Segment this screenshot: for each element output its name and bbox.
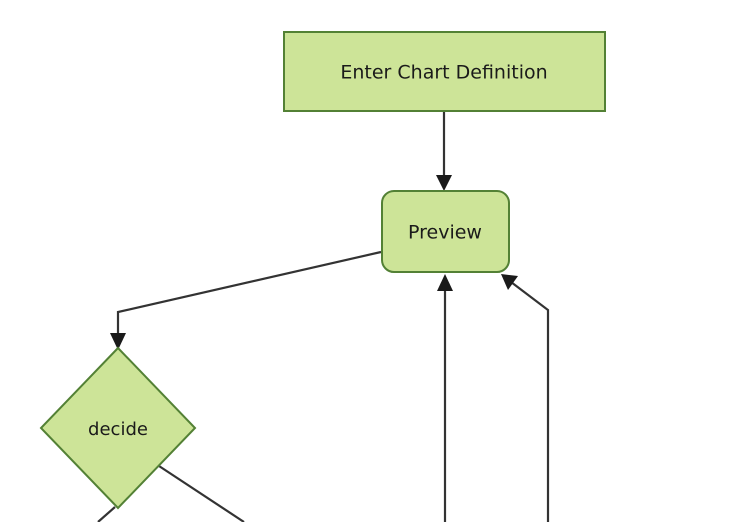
- edge-decide-out-left[interactable]: [97, 506, 116, 522]
- node-decide[interactable]: decide: [39, 346, 197, 510]
- edge-preview-to-decide-line: [116, 250, 382, 340]
- node-enter-chart-definition-label: Enter Chart Definition: [340, 62, 547, 84]
- edge-return-right-line: [510, 281, 550, 522]
- edges-layer: [97, 112, 550, 522]
- edge-decide-out-right-line: [158, 465, 245, 522]
- node-preview-label: Preview: [408, 222, 482, 244]
- node-decide-label: decide: [88, 419, 148, 440]
- nodes-layer: Enter Chart Definition Preview decide: [39, 31, 606, 510]
- edge-return-right-to-preview[interactable]: [501, 274, 550, 522]
- arrowhead-icon: [110, 333, 126, 350]
- arrowhead-icon: [437, 274, 453, 291]
- node-preview-shape: [381, 190, 510, 273]
- edge-decide-out-right[interactable]: [158, 465, 245, 522]
- node-decide-shape: [39, 346, 197, 510]
- edge-preview-to-decide[interactable]: [110, 250, 382, 350]
- edge-enter-to-preview[interactable]: [436, 112, 452, 191]
- node-enter-chart-definition[interactable]: Enter Chart Definition: [283, 31, 606, 112]
- node-preview[interactable]: Preview: [381, 190, 510, 273]
- node-enter-chart-definition-shape: [283, 31, 606, 112]
- edge-return-center-to-preview[interactable]: [437, 274, 453, 522]
- arrowhead-icon: [501, 274, 518, 290]
- arrowhead-icon: [436, 175, 452, 191]
- edge-decide-out-left-line: [97, 506, 116, 522]
